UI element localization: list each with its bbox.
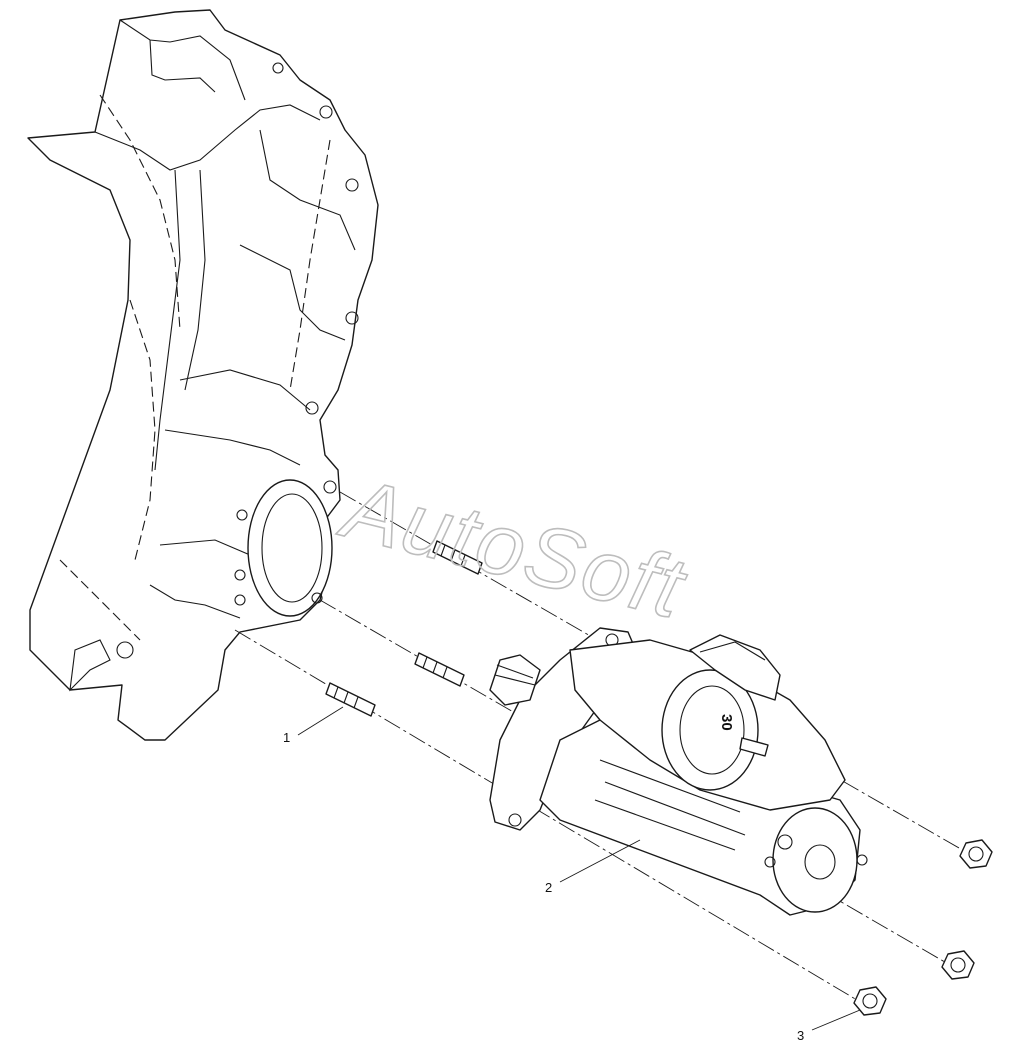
stud-upper xyxy=(432,540,483,575)
stud-lower xyxy=(325,682,376,717)
callout-3: 3 xyxy=(797,1009,861,1043)
stud-bolts xyxy=(325,540,483,717)
starter-marking-text: 30 xyxy=(718,714,735,731)
callout-1: 1 xyxy=(283,706,344,745)
callout-1-label: 1 xyxy=(283,730,290,745)
stud-middle xyxy=(414,652,465,687)
callout-3-label: 3 xyxy=(797,1028,804,1043)
nut-upper xyxy=(959,839,993,869)
nut-middle xyxy=(941,950,975,980)
starter-motor: 30 xyxy=(489,627,868,916)
watermark-text: AutoSoft xyxy=(331,459,696,637)
nut-lower xyxy=(853,986,887,1016)
callout-2: 2 xyxy=(545,839,641,895)
flywheel-housing xyxy=(27,9,379,741)
flange-nuts xyxy=(853,839,993,1016)
callout-2-label: 2 xyxy=(545,880,552,895)
